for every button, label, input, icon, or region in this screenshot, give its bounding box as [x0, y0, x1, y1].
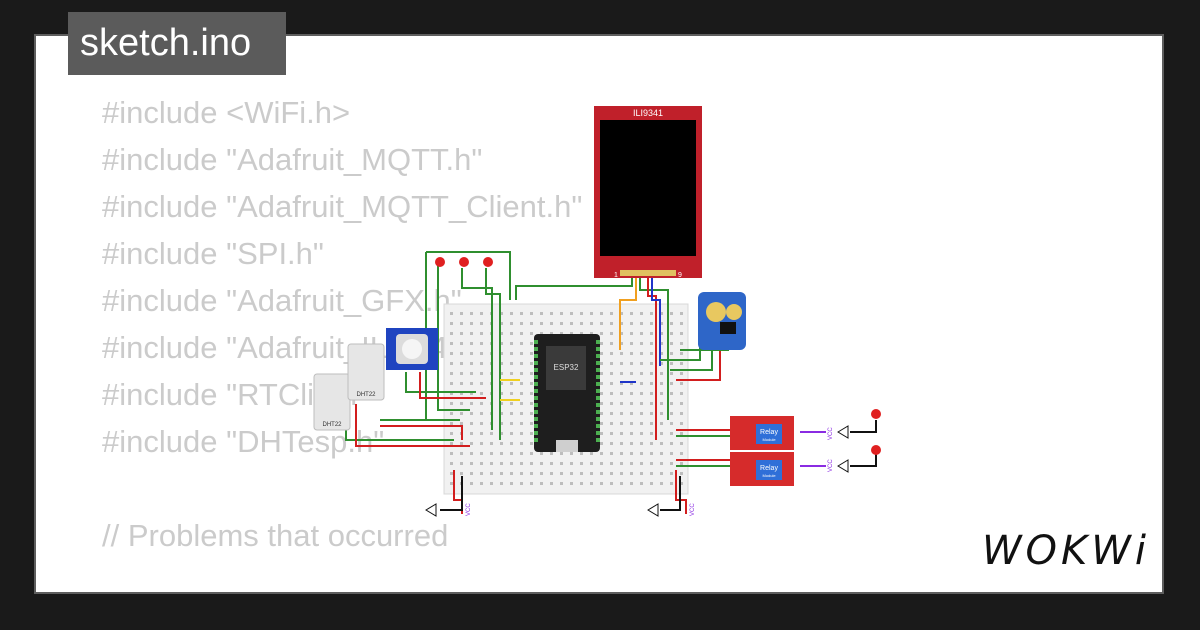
relay-sub-1: Module: [762, 437, 776, 442]
esp32-label: ESP32: [554, 363, 579, 372]
relay-module-1[interactable]: Relay Module: [730, 416, 794, 450]
wires: [345, 251, 877, 514]
led-red-1[interactable]: [435, 257, 445, 267]
rtc-module[interactable]: [698, 292, 746, 350]
code-line: // Problems that occurred: [102, 518, 449, 553]
vcc-label-4: VCC: [828, 459, 834, 472]
dht22-sensor-1[interactable]: DHT22: [313, 373, 351, 431]
ground-symbol-4: [837, 459, 849, 473]
led-group-top: [435, 257, 493, 267]
code-line: #include "RTClib.h": [102, 377, 369, 412]
ground-symbol-1: [425, 503, 437, 517]
display-pin-last: 9: [678, 272, 682, 279]
relay-module-2[interactable]: Relay Module: [730, 452, 794, 486]
relay-label-1: Relay: [760, 429, 778, 436]
ili9341-display[interactable]: ILI9341 1 9: [594, 106, 702, 279]
display-label: ILI9341: [633, 108, 663, 118]
power-symbols: VCC VCC VCC VCC: [425, 425, 849, 517]
display-pin-first: 1: [614, 272, 618, 279]
led-red-2[interactable]: [459, 257, 469, 267]
vcc-label-3: VCC: [828, 427, 834, 440]
ground-symbol-3: [837, 425, 849, 439]
led-red-3[interactable]: [483, 257, 493, 267]
led-red-5[interactable]: [871, 445, 881, 455]
vcc-label-2: VCC: [690, 503, 696, 516]
code-line: #include "DHTesp.h": [102, 424, 385, 459]
led-red-4[interactable]: [871, 409, 881, 419]
code-line: #include <WiFi.h>: [102, 95, 351, 130]
esp32-board[interactable]: ESP32: [534, 334, 600, 452]
file-name-label: sketch.ino: [80, 22, 252, 64]
dht-label-1: DHT22: [322, 422, 342, 428]
relay-label-2: Relay: [760, 465, 778, 472]
pir-sensor[interactable]: [386, 328, 438, 370]
code-line: #include "Adafruit_MQTT_Client.h": [102, 189, 583, 224]
wokwi-logo: WOKWi: [976, 524, 1156, 578]
ground-symbol-2: [647, 503, 659, 517]
relay-sub-2: Module: [762, 473, 776, 478]
code-line: #include "SPI.h": [102, 236, 324, 271]
dht22-sensor-2[interactable]: DHT22: [347, 343, 385, 401]
dht-label-2: DHT22: [356, 392, 376, 398]
vcc-label-1: VCC: [466, 503, 472, 516]
wokwi-logo-text: WOKWi: [982, 528, 1150, 574]
file-name-tab[interactable]: sketch.ino: [68, 12, 286, 75]
code-line: #include "Adafruit_MQTT.h": [102, 142, 483, 177]
code-line: #include "Adafruit_GFX.h": [102, 283, 462, 318]
